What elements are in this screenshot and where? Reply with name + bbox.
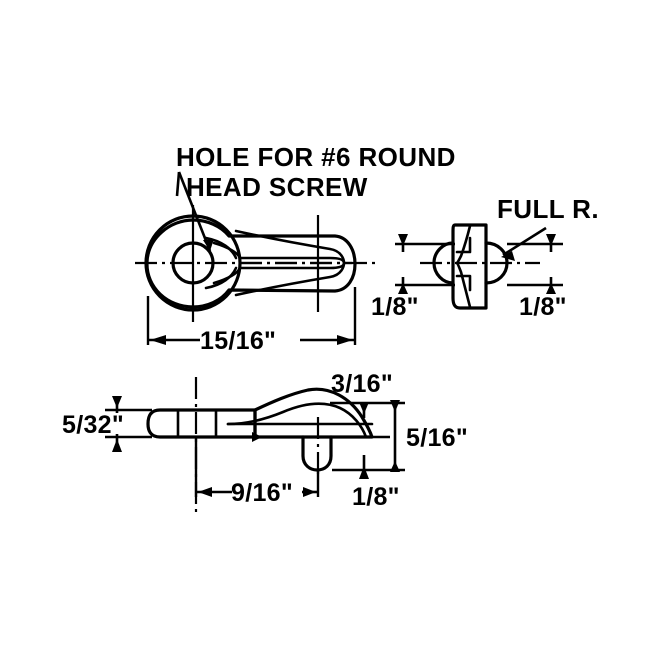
full-radius-annotation: FULL R. xyxy=(497,194,599,261)
plan-rib-lower-edge xyxy=(234,261,346,297)
dim-arrow-left-15-16 xyxy=(150,335,166,345)
dim-arrow-516-inner xyxy=(252,432,262,442)
plan-view: 15/16" xyxy=(135,205,375,355)
dim-arrow-top-left-18 xyxy=(398,234,408,246)
dim-text-plate-thickness: 5/32" xyxy=(62,411,124,439)
dim-text-end-left-thickness: 1/8" xyxy=(371,293,419,321)
dimension-overall-length: 15/16" xyxy=(146,287,357,355)
end-view-inner-curve-lower xyxy=(455,261,472,309)
dim-arrow-top-right-18 xyxy=(546,234,556,246)
dim-arrow-wing-down xyxy=(359,402,369,414)
dimension-total-height: 5/16" xyxy=(252,400,468,472)
end-view-notch-lower xyxy=(455,274,472,292)
dim-text-end-right-thickness: 1/8" xyxy=(519,293,567,321)
dim-arrow-top-532 xyxy=(112,396,122,408)
side-view-wing-crest xyxy=(253,387,374,439)
dimension-wing-height: 3/16" xyxy=(330,370,405,418)
dim-arrow-right-916 xyxy=(303,487,316,497)
side-view-crest-underline xyxy=(226,402,368,439)
plan-blend-upper xyxy=(204,236,238,260)
plan-blend-lower xyxy=(204,266,238,290)
full-radius-arrowhead xyxy=(501,251,515,261)
dim-arrow-bot-516 xyxy=(390,461,400,472)
dimension-end-left-thickness: 1/8" xyxy=(371,234,455,321)
dim-text-total-height: 5/16" xyxy=(406,424,468,452)
plan-screw-hole xyxy=(171,241,215,285)
end-view-hub-right xyxy=(484,241,509,285)
hole-callout-annotation: HOLE FOR #6 ROUND HEAD SCREW xyxy=(175,142,456,252)
dimension-end-right-thickness: 1/8" xyxy=(507,234,567,321)
dim-arrow-left-916 xyxy=(198,487,212,497)
dimension-boss-height: 1/8" xyxy=(352,455,400,511)
dim-arrow-bot-right-18 xyxy=(546,283,556,294)
full-radius-leader-line xyxy=(502,226,547,257)
side-view: 5/32" 9/16" 3/16" 5/16 xyxy=(62,370,468,512)
end-view-wing-plate xyxy=(451,223,488,310)
hole-leader-arrowhead xyxy=(203,239,214,251)
dimension-boss-offset: 9/16" xyxy=(194,437,320,507)
side-view-plate xyxy=(146,408,257,439)
plan-rib-upper-edge xyxy=(234,229,346,265)
end-view-inner-curve-upper xyxy=(455,224,472,265)
hole-note-line-2: HEAD SCREW xyxy=(186,172,368,202)
dim-text-overall-length: 15/16" xyxy=(200,327,276,355)
hole-note-line-1: HOLE FOR #6 ROUND xyxy=(176,142,456,172)
dim-text-boss-height: 1/8" xyxy=(352,483,400,511)
dim-arrow-bot-532 xyxy=(112,439,122,452)
dim-arrow-bot-left-18 xyxy=(398,283,408,294)
dimension-plate-thickness: 5/32" xyxy=(62,396,152,452)
end-view: FULL R. 1/8" xyxy=(371,194,599,321)
dim-arrow-top-516 xyxy=(390,400,400,412)
hole-leader-stem xyxy=(175,171,181,197)
dim-text-wing-height: 3/16" xyxy=(331,370,393,398)
dim-arrow-boss-down xyxy=(359,466,369,479)
full-radius-text: FULL R. xyxy=(497,194,599,224)
dim-arrow-right-15-16 xyxy=(337,335,353,345)
dim-text-boss-offset: 9/16" xyxy=(231,479,293,507)
end-view-notch-upper xyxy=(455,236,472,254)
